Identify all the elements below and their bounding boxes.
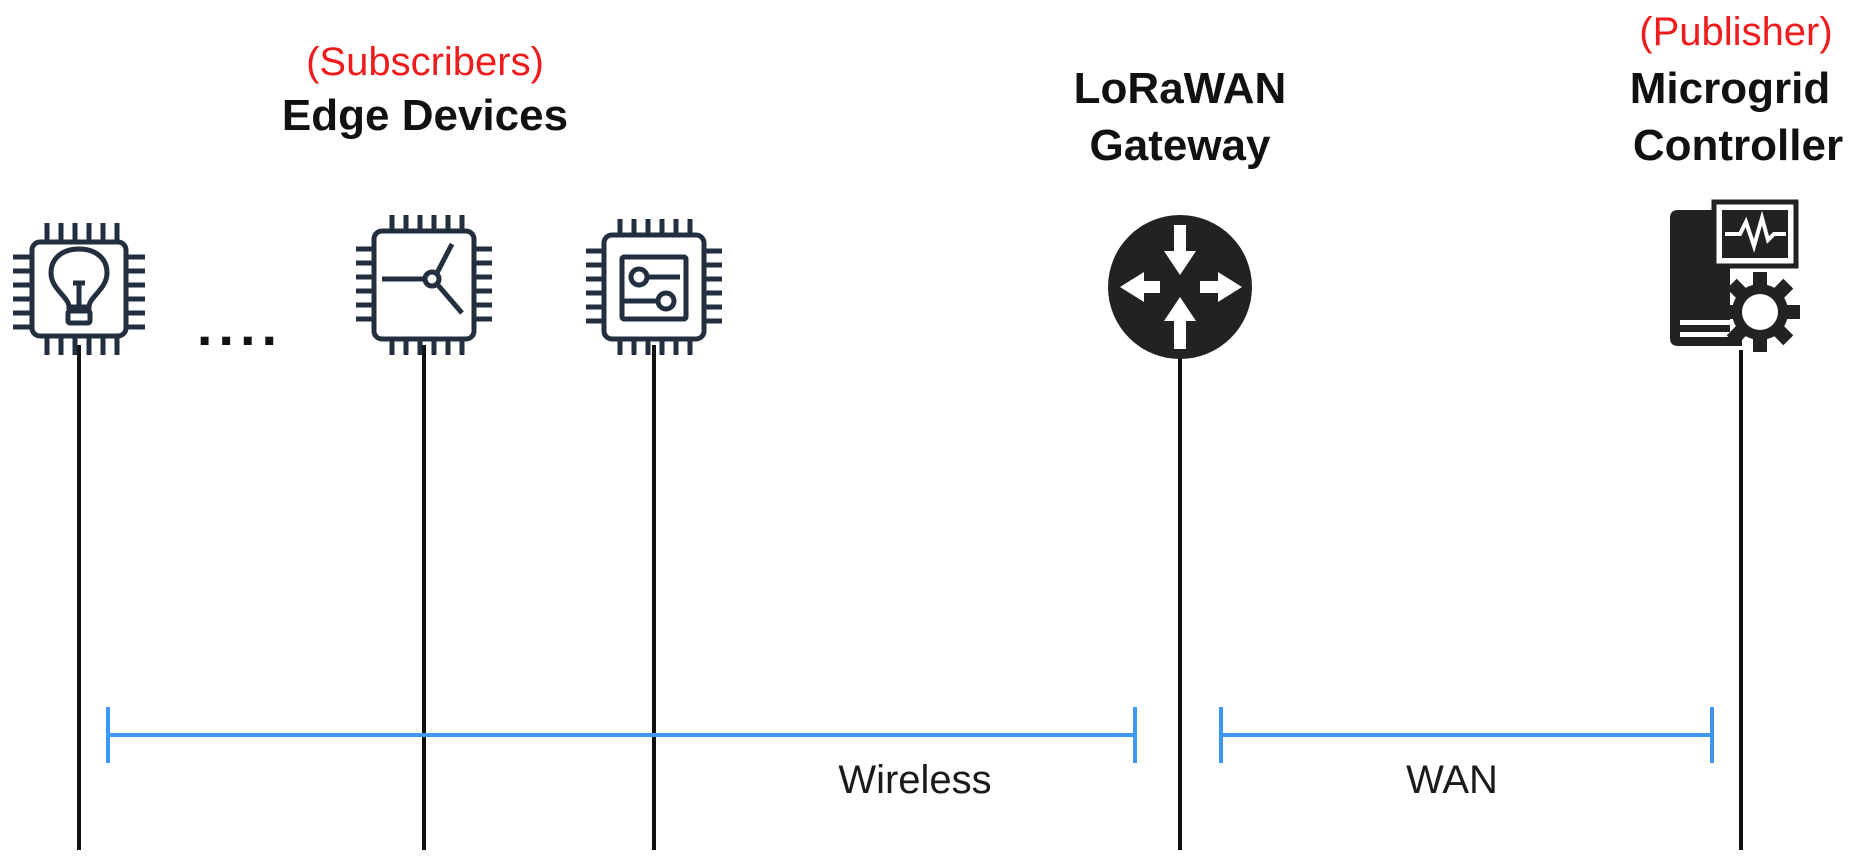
edge-devices-title: Edge Devices [282,91,568,140]
server-monitor-gear-icon [1670,199,1800,352]
lightbulb-chip-icon [13,223,145,355]
wan-label: WAN [1406,758,1498,802]
wan-span [1219,707,1714,763]
subscribers-role-label: (Subscribers) [306,40,544,84]
router-icon [1108,215,1252,359]
wireless-span [106,707,1137,763]
gateway-title-line1: LoRaWAN [1074,64,1287,113]
wireless-label: Wireless [838,758,991,802]
controller-title-line1: Microgrid [1630,64,1830,113]
more-devices-ellipsis: .... [197,294,283,357]
gateway-title-line2: Gateway [1090,121,1272,170]
controller-title-line2: Controller [1633,121,1843,170]
lifelines [77,345,1743,850]
wind-turbine-chip-icon [356,215,492,355]
circuit-board-chip-icon [586,219,722,355]
publisher-role-label: (Publisher) [1639,10,1832,54]
